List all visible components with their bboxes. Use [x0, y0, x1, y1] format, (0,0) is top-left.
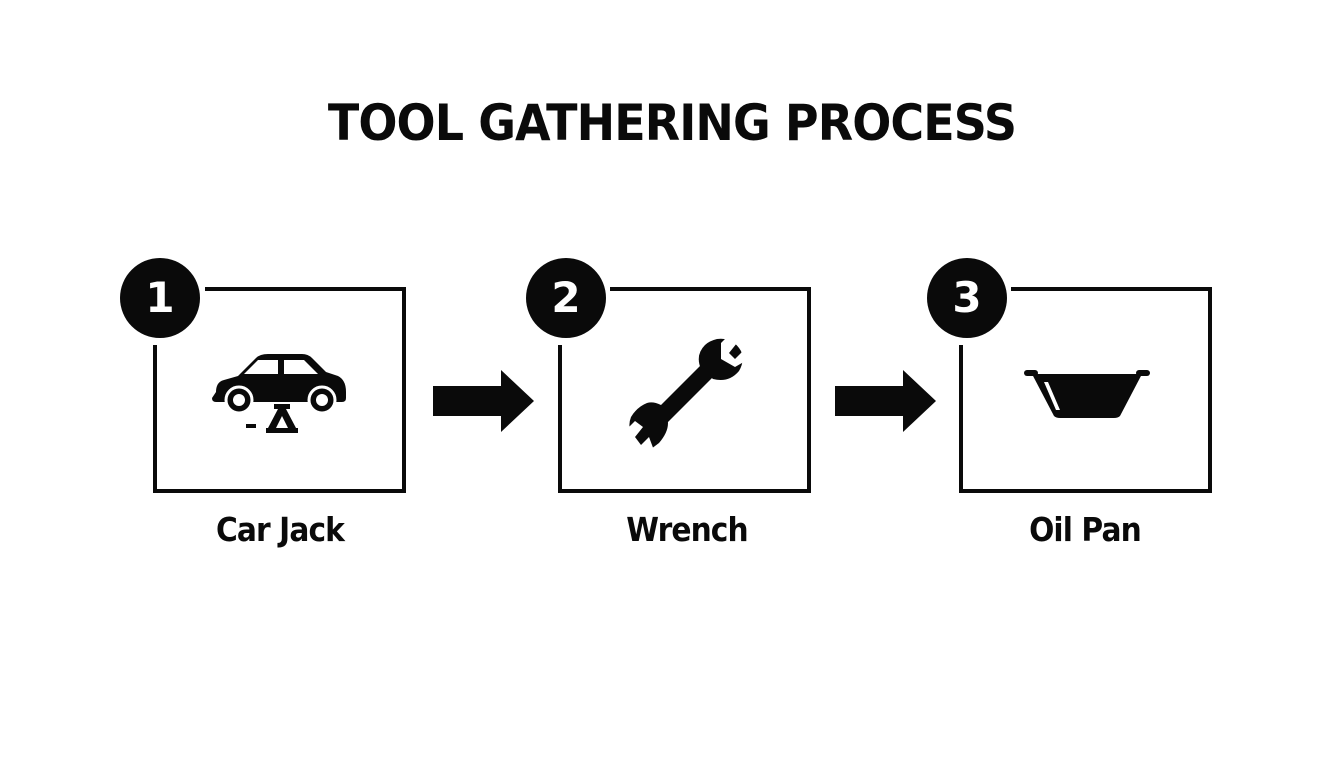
step-2-number-badge: 2 — [526, 258, 606, 338]
step-1-label: Car Jack — [215, 510, 345, 549]
arrow-right-icon — [835, 370, 936, 432]
step-3-number-badge: 3 — [927, 258, 1007, 338]
diagram-title: TOOL GATHERING PROCESS — [327, 94, 1017, 152]
car-on-jack-icon — [212, 354, 346, 433]
step-2-frame — [558, 287, 811, 493]
step-2-label: Wrench — [626, 510, 748, 549]
step-1-number-badge: 1 — [120, 258, 200, 338]
step-3-label: Oil Pan — [1029, 510, 1142, 549]
oil-pan-icon — [1024, 370, 1150, 418]
arrow-right-icon — [433, 370, 534, 432]
wrench-icon — [625, 335, 745, 453]
step-1-frame — [153, 287, 406, 493]
step-3-frame — [959, 287, 1212, 493]
